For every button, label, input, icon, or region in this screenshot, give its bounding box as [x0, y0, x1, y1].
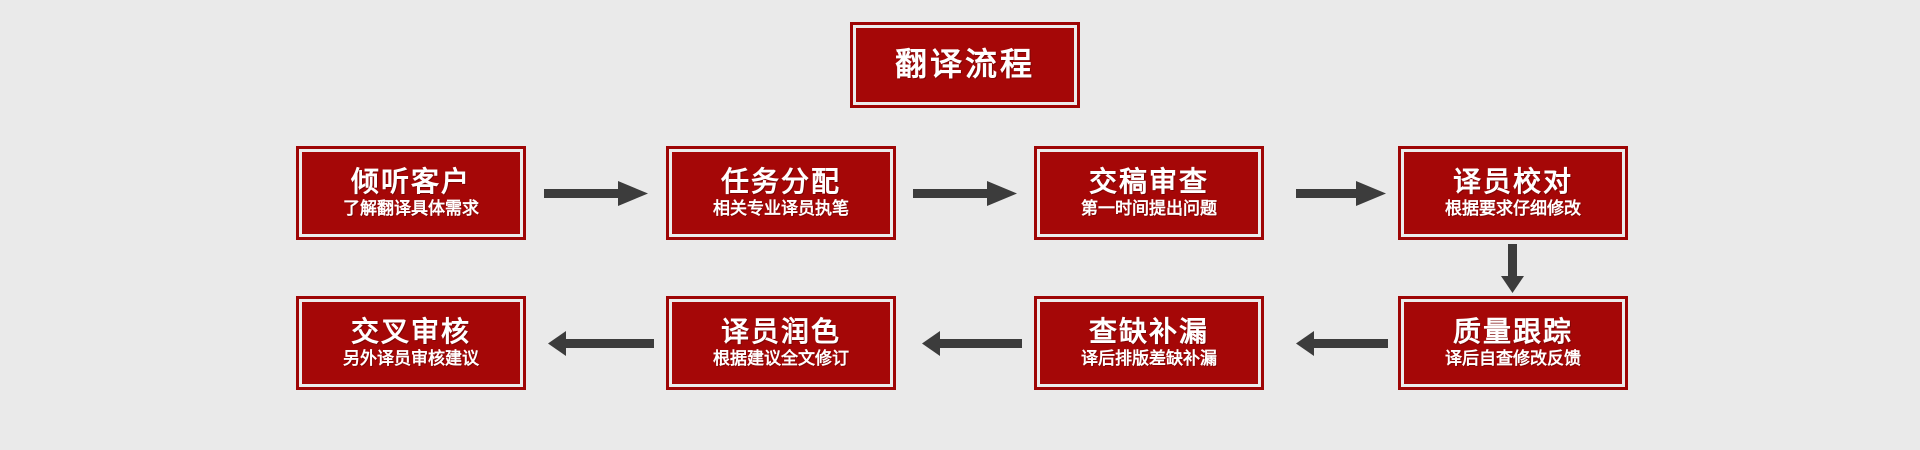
flow-node-title: 任务分配: [720, 165, 841, 199]
flow-node-title: 交稿审查: [1088, 165, 1209, 199]
flow-node-header[interactable]: 翻译流程: [850, 22, 1080, 108]
arrow-left-icon-step5-to-step6: [1296, 328, 1388, 358]
flow-node-title: 质量跟踪: [1452, 315, 1573, 349]
flow-node-subtitle: 根据要求仔细修改: [1445, 198, 1581, 219]
flow-node-subtitle: 第一时间提出问题: [1081, 198, 1217, 219]
flow-node-title: 查缺补漏: [1088, 315, 1209, 349]
flow-node-gap-filling[interactable]: 查缺补漏 译后排版差缺补漏: [1034, 296, 1264, 390]
arrow-down-icon-step4-to-step5: [1498, 244, 1528, 294]
arrow-right-icon-step3-to-step4: [1296, 178, 1388, 208]
flow-node-header-title: 翻译流程: [894, 45, 1035, 84]
flow-node-title: 交叉审核: [350, 315, 471, 349]
arrow-left-icon-step6-to-step7: [922, 328, 1022, 358]
flow-node-submission-review[interactable]: 交稿审查 第一时间提出问题: [1034, 146, 1264, 240]
flow-node-title: 译员校对: [1452, 165, 1573, 199]
flow-node-task-assignment[interactable]: 任务分配 相关专业译员执笔: [666, 146, 896, 240]
flow-node-subtitle: 了解翻译具体需求: [343, 198, 479, 219]
flow-node-title: 倾听客户: [350, 165, 471, 199]
flow-node-translator-proofreading[interactable]: 译员校对 根据要求仔细修改: [1398, 146, 1628, 240]
flow-node-subtitle: 译后排版差缺补漏: [1081, 348, 1217, 369]
flow-node-title: 译员润色: [720, 315, 841, 349]
flow-node-translator-polishing[interactable]: 译员润色 根据建议全文修订: [666, 296, 896, 390]
flow-node-quality-tracking[interactable]: 质量跟踪 译后自查修改反馈: [1398, 296, 1628, 390]
flow-node-subtitle: 相关专业译员执笔: [713, 198, 849, 219]
flow-node-cross-review[interactable]: 交叉审核 另外译员审核建议: [296, 296, 526, 390]
flow-node-listen-to-client[interactable]: 倾听客户 了解翻译具体需求: [296, 146, 526, 240]
flow-node-subtitle: 另外译员审核建议: [343, 348, 479, 369]
flow-node-subtitle: 根据建议全文修订: [713, 348, 849, 369]
arrow-left-icon-step7-to-step8: [548, 328, 654, 358]
arrow-right-icon-step2-to-step3: [913, 178, 1019, 208]
arrow-right-icon-step1-to-step2: [544, 178, 650, 208]
flow-node-subtitle: 译后自查修改反馈: [1445, 348, 1581, 369]
